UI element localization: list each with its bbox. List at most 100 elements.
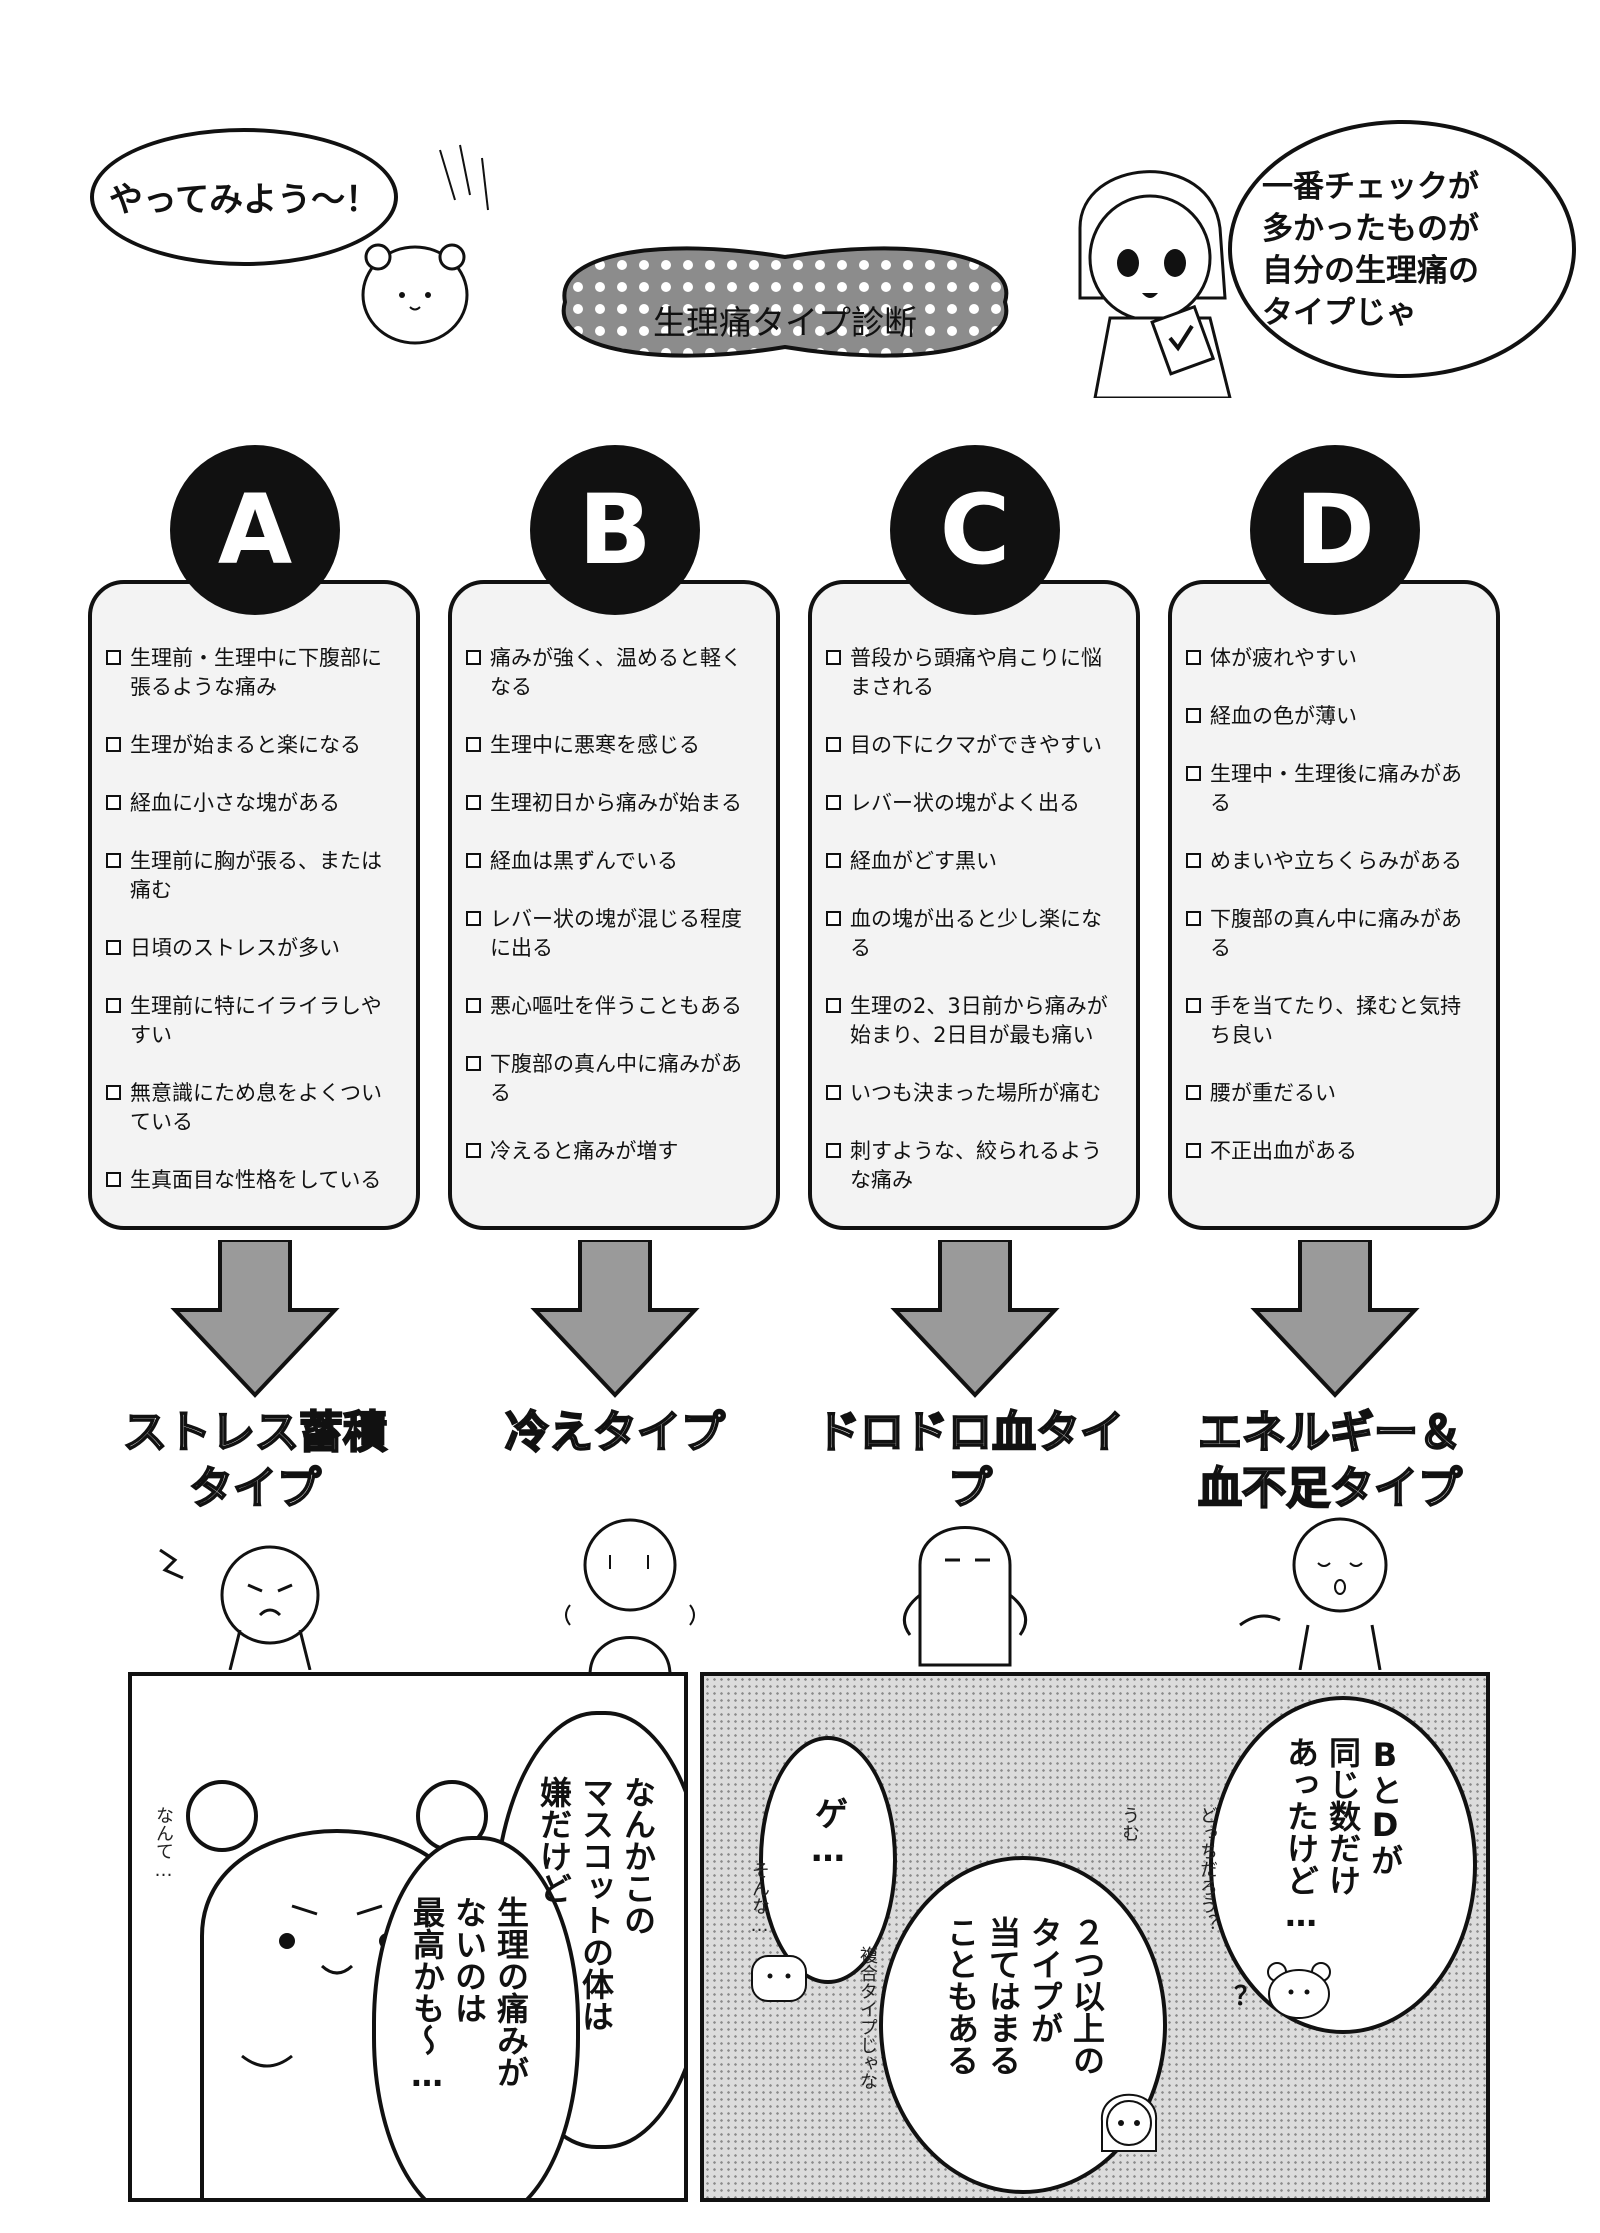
- checklist-item[interactable]: 生理中に悪寒を感じる: [466, 731, 760, 760]
- panel-right-main-line-1: ２つ以上の: [1068, 1916, 1106, 2076]
- bottom-left-panel: なんて… なんかこの マスコットの体は 嫌だけど 生理の痛みが ないのは 最高か…: [128, 1672, 688, 2202]
- checklist-item[interactable]: 手を当てたり、揉むと気持ち良い: [1186, 992, 1480, 1050]
- checkbox-icon[interactable]: [466, 911, 481, 926]
- checkbox-icon[interactable]: [826, 1085, 841, 1100]
- checklist-item[interactable]: 生真面目な性格をしている: [106, 1166, 400, 1195]
- panel-right-bd-line-1: BとDが: [1366, 1736, 1404, 1876]
- small-hamster-icon: [1267, 1962, 1331, 2019]
- checklist-item[interactable]: 冷えると痛みが増す: [466, 1137, 760, 1166]
- checklist-item[interactable]: めまいや立ちくらみがある: [1186, 847, 1480, 876]
- checklist-item[interactable]: 日頃のストレスが多い: [106, 934, 400, 963]
- checkbox-icon[interactable]: [106, 940, 121, 955]
- panel-right-dotchi: どっちだろう？: [1197, 1806, 1218, 1932]
- girl-speech-line-2: 多かったものが: [1262, 211, 1479, 247]
- checkbox-icon[interactable]: [1186, 853, 1201, 868]
- type-a-checklist: 生理前・生理中に下腹部に張るような痛み 生理が始まると楽になる 経血に小さな塊が…: [88, 580, 420, 1230]
- type-b-badge: B: [530, 445, 700, 615]
- checklist-item[interactable]: 下腹部の真ん中に痛みがある: [466, 1050, 760, 1108]
- checkbox-icon[interactable]: [106, 795, 121, 810]
- checkbox-icon[interactable]: [826, 795, 841, 810]
- checklist-item[interactable]: いつも決まった場所が痛む: [826, 1079, 1120, 1108]
- type-d-result: エネルギー＆ 血不足タイプ: [1180, 1405, 1480, 1517]
- checkbox-icon[interactable]: [1186, 766, 1201, 781]
- type-d-badge: D: [1250, 445, 1420, 615]
- girl-speech-line-1: 一番チェックが: [1262, 169, 1479, 205]
- checkbox-icon[interactable]: [1186, 708, 1201, 723]
- checkbox-icon[interactable]: [826, 853, 841, 868]
- panel-right-bd-line-3: あったけど…: [1282, 1736, 1320, 1934]
- checkbox-icon[interactable]: [826, 911, 841, 926]
- checkbox-icon[interactable]: [1186, 1143, 1201, 1158]
- checklist-item[interactable]: 生理初日から痛みが始まる: [466, 789, 760, 818]
- checklist-item[interactable]: 経血がどす黒い: [826, 847, 1120, 876]
- checkbox-icon[interactable]: [1186, 650, 1201, 665]
- checkbox-icon[interactable]: [106, 1172, 121, 1187]
- checkbox-icon[interactable]: [466, 998, 481, 1013]
- checklist-item[interactable]: 普段から頭痛や肩こりに悩まされる: [826, 644, 1120, 702]
- checklist-item[interactable]: 痛みが強く、温めると軽くなる: [466, 644, 760, 702]
- type-c-checklist: 普段から頭痛や肩こりに悩まされる 目の下にクマができやすい レバー状の塊がよく出…: [808, 580, 1140, 1230]
- checklist-item[interactable]: 体が疲れやすい: [1186, 644, 1480, 673]
- checkbox-icon[interactable]: [106, 1085, 121, 1100]
- mascot-speech-text: やってみよう〜！: [108, 180, 380, 220]
- panel-right-question: ？: [1234, 1982, 1261, 2012]
- type-d-result-line-2: 血不足タイプ: [1197, 1462, 1463, 1515]
- panel-right-ge-text: ゲ…: [808, 1796, 848, 1870]
- checklist-item[interactable]: 生理前・生理中に下腹部に張るような痛み: [106, 644, 400, 702]
- checklist-item[interactable]: 腰が重だるい: [1186, 1079, 1480, 1108]
- checkbox-icon[interactable]: [826, 737, 841, 752]
- checklist-item[interactable]: 生理が始まると楽になる: [106, 731, 400, 760]
- checklist-item[interactable]: レバー状の塊が混じる程度に出る: [466, 905, 760, 963]
- checklist-item[interactable]: 目の下にクマができやすい: [826, 731, 1120, 760]
- angry-mascot-icon: [159, 1545, 320, 1670]
- hamster-mascot-icon: [361, 243, 469, 345]
- checkbox-icon[interactable]: [1186, 911, 1201, 926]
- checklist-item[interactable]: 下腹部の真ん中に痛みがある: [1186, 905, 1480, 963]
- checkbox-icon[interactable]: [466, 1056, 481, 1071]
- checklist-item[interactable]: 経血は黒ずんでいる: [466, 847, 760, 876]
- checkbox-icon[interactable]: [106, 853, 121, 868]
- page-title: 生理痛タイプ診断: [653, 303, 917, 342]
- checklist-item[interactable]: 生理前に特にイライラしやすい: [106, 992, 400, 1050]
- checkbox-icon[interactable]: [466, 737, 481, 752]
- checkbox-icon[interactable]: [466, 795, 481, 810]
- checkbox-icon[interactable]: [826, 998, 841, 1013]
- panel-left-bubble-2-line-2: ないのは: [450, 1896, 488, 2024]
- checklist-item[interactable]: 無意識にため息をよくついている: [106, 1079, 400, 1137]
- checklist-item[interactable]: レバー状の塊がよく出る: [826, 789, 1120, 818]
- panel-right-bd-bubble: [1209, 1696, 1477, 2034]
- checkbox-icon[interactable]: [466, 1143, 481, 1158]
- checklist-item[interactable]: 経血の色が薄い: [1186, 702, 1480, 731]
- checkbox-icon[interactable]: [466, 853, 481, 868]
- checkbox-icon[interactable]: [106, 998, 121, 1013]
- panel-right-ge-bubble: [759, 1736, 897, 1984]
- type-d-checklist: 体が疲れやすい 経血の色が薄い 生理中・生理後に痛みがある めまいや立ちくらみが…: [1168, 580, 1500, 1230]
- checklist-item[interactable]: 刺すような、絞られるような痛み: [826, 1137, 1120, 1195]
- girl-speech-bubble: 一番チェックが 多かったものが 自分の生理痛の タイプじゃ: [1228, 120, 1576, 378]
- ghost-mascot-icon: [902, 1526, 1028, 1667]
- girl-speech-line-4: タイプじゃ: [1262, 295, 1417, 331]
- type-b-result: 冷えタイプ: [480, 1405, 750, 1461]
- checklist-item[interactable]: 生理の2、3日前から痛みが始まり、2日目が最も痛い: [826, 992, 1120, 1050]
- checklist-item[interactable]: 経血に小さな塊がある: [106, 789, 400, 818]
- tired-mascot-icon: [1239, 1517, 1388, 1670]
- type-d-result-line-1: エネルギー＆: [1197, 1406, 1463, 1459]
- checkbox-icon[interactable]: [1186, 1085, 1201, 1100]
- checklist-item[interactable]: 血の塊が出ると少し楽になる: [826, 905, 1120, 963]
- checkbox-icon[interactable]: [826, 1143, 841, 1158]
- checkbox-icon[interactable]: [466, 650, 481, 665]
- type-a-result-line-1: ストレス蓄積: [122, 1406, 388, 1459]
- checkbox-icon[interactable]: [1186, 998, 1201, 1013]
- panel-left-bubble-1-line-3: 嫌だけど: [535, 1776, 573, 1904]
- checklist-item[interactable]: 生理中・生理後に痛みがある: [1186, 760, 1480, 818]
- checklist-item[interactable]: 生理前に胸が張る、または痛む: [106, 847, 400, 905]
- cold-mascot-icon: [565, 1518, 695, 1675]
- checklist-item[interactable]: 不正出血がある: [1186, 1137, 1480, 1166]
- checkbox-icon[interactable]: [826, 650, 841, 665]
- girl-speech-line-3: 自分の生理痛の: [1262, 253, 1479, 289]
- checklist-item[interactable]: 悪心嘔吐を伴うこともある: [466, 992, 760, 1021]
- checkbox-icon[interactable]: [106, 650, 121, 665]
- small-hamster-icon: [751, 1955, 807, 2002]
- panel-left-bubble-1-line-2: マスコットの体は: [577, 1776, 615, 2032]
- checkbox-icon[interactable]: [106, 737, 121, 752]
